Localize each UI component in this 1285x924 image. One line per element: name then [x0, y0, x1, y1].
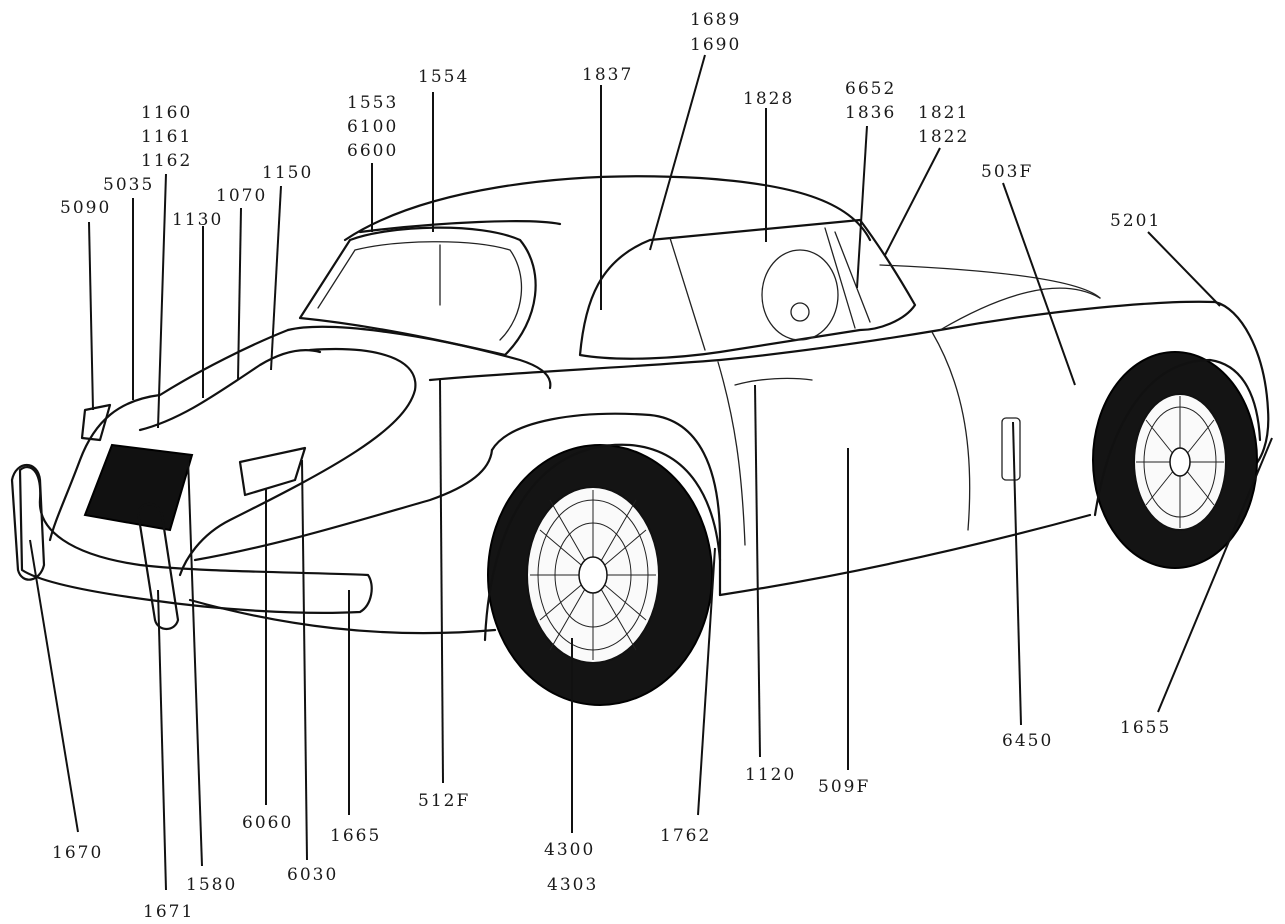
label-1690: 1690 [690, 35, 741, 55]
label-4300: 4300 [544, 840, 595, 860]
part-labels: 1689 1690 1554 1837 1828 6652 1553 6100 … [52, 10, 1171, 922]
leader-1689 [649, 54, 706, 251]
label-1655: 1655 [1120, 718, 1171, 738]
label-1070: 1070 [216, 186, 267, 206]
side-badge [1001, 417, 1021, 481]
label-1836: 1836 [845, 103, 896, 123]
label-1689: 1689 [690, 10, 741, 30]
leader-1655 [1157, 437, 1273, 713]
leader-503F [1002, 182, 1076, 386]
rear-wheel [487, 444, 713, 706]
leader-5201 [1147, 231, 1221, 307]
side-window [578, 218, 917, 360]
steering-wheel [761, 249, 839, 341]
door-outline [717, 331, 971, 546]
label-6652: 6652 [845, 79, 896, 99]
label-1821: 1821 [918, 103, 969, 123]
label-4303: 4303 [547, 875, 598, 895]
label-1120: 1120 [745, 765, 796, 785]
boot-lid [138, 349, 322, 432]
rear-bumper [18, 466, 373, 614]
label-5035: 5035 [103, 175, 154, 195]
leader-1821 [884, 147, 941, 256]
roof [343, 175, 872, 242]
label-1762: 1762 [660, 826, 711, 846]
leader-6450 [1012, 421, 1022, 726]
leader-lines [29, 54, 1273, 891]
leader-1120 [754, 384, 761, 758]
leader-1762 [697, 547, 716, 816]
label-1671: 1671 [143, 902, 194, 922]
label-1665: 1665 [330, 826, 381, 846]
rear-window [298, 226, 537, 357]
label-6450: 6450 [1002, 731, 1053, 751]
label-1822: 1822 [918, 127, 969, 147]
label-1670: 1670 [52, 843, 103, 863]
label-5090: 5090 [60, 198, 111, 218]
leader-1160 [157, 173, 167, 429]
leader-6030 [301, 459, 308, 861]
label-503F: 503F [981, 162, 1033, 182]
leader-1150 [270, 185, 282, 371]
leader-1671 [157, 589, 167, 891]
leader-512F [439, 379, 444, 784]
label-1554: 1554 [418, 67, 469, 87]
rear-deck [48, 328, 290, 542]
rear-lamp-left [80, 403, 112, 442]
label-1580: 1580 [186, 875, 237, 895]
label-1828: 1828 [743, 89, 794, 109]
leader-5090 [88, 221, 94, 411]
label-1161: 1161 [141, 127, 192, 147]
body-side [428, 300, 1270, 474]
leader-1070 [237, 207, 242, 381]
label-1837: 1837 [582, 65, 633, 85]
label-1130: 1130 [172, 210, 223, 230]
label-512F: 512F [418, 791, 470, 811]
leader-1580 [187, 457, 203, 867]
label-1160: 1160 [141, 103, 192, 123]
label-6030: 6030 [287, 865, 338, 885]
label-6100: 6100 [347, 117, 398, 137]
label-509F: 509F [818, 777, 870, 797]
label-1150: 1150 [262, 163, 313, 183]
leader-1670 [29, 539, 79, 833]
label-1553: 1553 [347, 93, 398, 113]
leader-1836 [856, 125, 868, 289]
rear-lamp-right [238, 446, 307, 497]
label-6600: 6600 [347, 141, 398, 161]
label-1162: 1162 [141, 151, 192, 171]
label-5201: 5201 [1110, 211, 1161, 231]
label-6060: 6060 [242, 813, 293, 833]
number-plate [83, 443, 194, 532]
car-illustration [10, 175, 1270, 706]
overrider-left [10, 463, 46, 581]
